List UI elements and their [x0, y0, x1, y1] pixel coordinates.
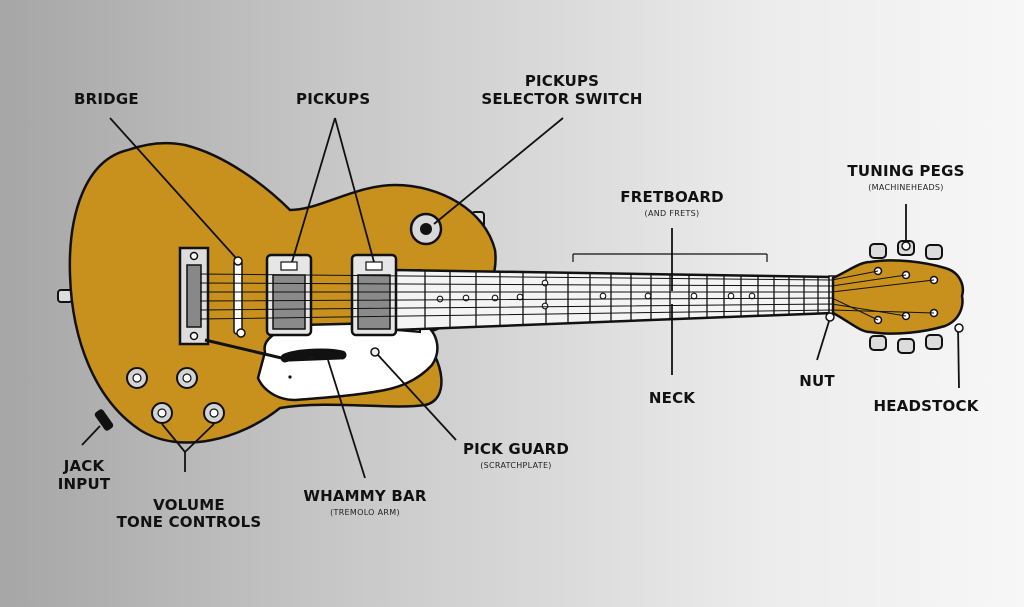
bridge-post: [233, 259, 243, 335]
headstock: [831, 259, 964, 335]
label-pick-guard-sub: (SCRATCHPLATE): [480, 461, 552, 470]
label-neck: NECK: [648, 389, 696, 407]
jack-socket: [94, 409, 114, 431]
label-whammy: WHAMMY BAR: [303, 487, 427, 505]
label-tuning-pegs-sub: (MACHINEHEADS): [868, 183, 944, 192]
label-selector-switch-2: SELECTOR SWITCH: [481, 90, 643, 108]
label-selector-switch-1: PICKUPS: [524, 72, 600, 90]
tailpiece-screw-top: [189, 251, 199, 261]
control-knob-tops: [132, 373, 219, 418]
bridge-post-top: [233, 256, 243, 266]
label-fretboard: FRETBOARD: [620, 188, 724, 206]
tailpiece-inner: [186, 264, 202, 328]
selector-switch-knob: [420, 223, 432, 235]
label-pick-guard: PICK GUARD: [462, 440, 570, 458]
label-whammy-sub: (TREMOLO ARM): [330, 508, 400, 517]
bridge-post-bottom: [236, 328, 246, 338]
label-headstock: HEADSTOCK: [873, 397, 979, 415]
pick-guard-dot: [288, 375, 292, 379]
fretboard-bracket: [572, 253, 768, 262]
leader-lines: [81, 117, 960, 479]
label-tuning-pegs: TUNING PEGS: [847, 162, 965, 180]
label-nut: NUT: [799, 372, 835, 390]
label-jack-2: INPUT: [57, 475, 111, 493]
label-controls-1: VOLUME: [153, 496, 225, 514]
pick-guard-screw: [370, 347, 380, 357]
label-controls-2: TONE CONTROLS: [116, 513, 262, 531]
strings: [199, 270, 935, 321]
tailpiece-screw-bottom: [189, 331, 199, 341]
whammy-bar-grip: [280, 348, 347, 363]
pickup-neck: [265, 253, 313, 337]
tuning-pegs: [869, 240, 943, 354]
pickup-bridge: [350, 253, 398, 337]
label-bridge: BRIDGE: [74, 90, 139, 108]
headstock-marker: [954, 323, 964, 333]
nut-marker: [825, 312, 835, 322]
label-jack-1: JACK: [63, 457, 105, 475]
tuning-peg-marker: [901, 241, 911, 251]
label-fretboard-sub: (AND FRETS): [644, 209, 700, 218]
label-pickups: PICKUPS: [296, 90, 371, 108]
